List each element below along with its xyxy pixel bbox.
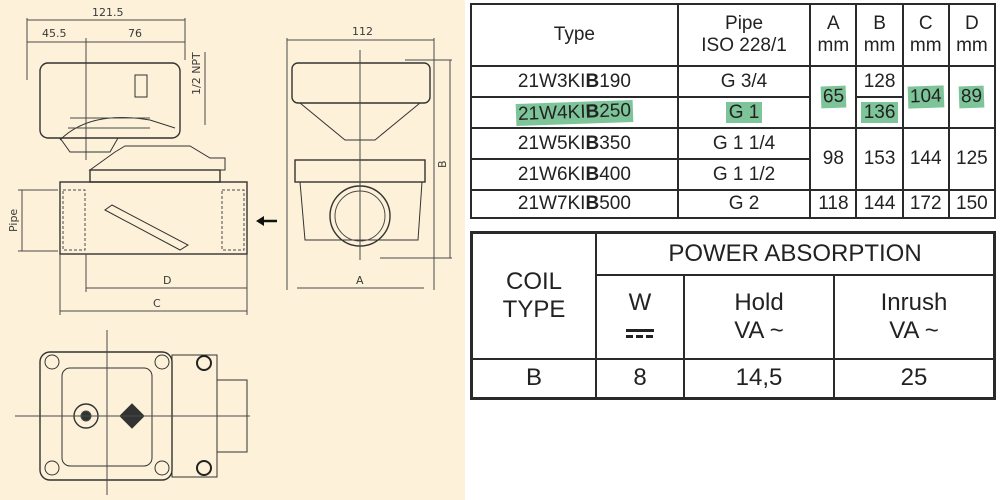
dim-front-width: 112 <box>352 25 373 38</box>
inrush-line1: Inrush <box>880 288 948 316</box>
technical-drawing-panel: 121.5 45.5 76 1/2 NPT Pipe D C <box>0 0 465 500</box>
hold-value: 14,5 <box>683 357 835 400</box>
d-cell: 150 <box>947 189 997 219</box>
c-cell: 172 <box>901 189 950 219</box>
power-absorption-title: POWER ABSORPTION <box>595 231 996 276</box>
label-b: B <box>436 160 449 168</box>
type-cell: 21W6KIB400 <box>470 158 679 191</box>
b-cell: 144 <box>855 189 904 219</box>
a-cell-merged: 65 <box>809 65 858 129</box>
label-a: A <box>356 274 364 287</box>
header-d-unit: mm <box>956 35 988 56</box>
header-c-unit: mm <box>909 35 942 56</box>
d-cell-merged: 89 <box>947 65 997 129</box>
hold-line1: Hold <box>734 288 784 316</box>
flow-arrow-icon <box>256 216 277 226</box>
direct-current-icon <box>626 328 654 338</box>
header-a-unit: mm <box>817 35 850 56</box>
hold-header: Hold VA ~ <box>683 273 835 360</box>
header-b-label: B <box>873 13 886 34</box>
header-pipe-line1: Pipe <box>725 13 764 34</box>
table-row: 21W7KIB500 G 2 118 144 172 150 <box>470 189 997 219</box>
pipe-cell: G 2 <box>676 189 812 219</box>
table-row: 21W3KIB190 G 3/4 65 128 104 89 <box>470 65 997 129</box>
dim-right-offset: 76 <box>128 27 142 40</box>
header-pipe-line2: ISO 228/1 <box>701 35 787 56</box>
coil-value: B <box>470 357 597 400</box>
a-cell-merged: 98 <box>809 127 858 191</box>
b-cell: 128 <box>855 65 904 98</box>
header-a-label: A <box>827 13 840 34</box>
table-row: 21W6KIB400 G 1 1/2 <box>470 158 995 191</box>
b-cell-merged: 153 <box>855 127 904 191</box>
power-absorption-table: COIL TYPE POWER ABSORPTION W Hold VA ~ I… <box>470 231 996 400</box>
header-type: Type <box>470 3 679 67</box>
a-cell: 118 <box>809 189 858 219</box>
header-d-label: D <box>965 13 979 34</box>
w-value: 8 <box>595 357 685 400</box>
inrush-header: Inrush VA ~ <box>833 273 996 360</box>
valve-drawing: 121.5 45.5 76 1/2 NPT Pipe D C <box>7 6 452 495</box>
dim-conduit: 1/2 NPT <box>190 52 203 95</box>
pipe-cell: G 1 <box>676 96 812 129</box>
inrush-line2: VA ~ <box>889 316 939 344</box>
hold-line2: VA ~ <box>734 316 784 344</box>
c-cell-merged: 104 <box>901 65 950 129</box>
table-row: 21W5KIB350 G 1 1/4 98 153 144 125 <box>470 127 997 191</box>
label-pipe: Pipe <box>7 209 20 232</box>
header-pipe: Pipe ISO 228/1 <box>676 3 812 67</box>
table-row: B 8 14,5 25 <box>470 357 996 400</box>
w-label: W <box>628 288 652 316</box>
coil-type-header: COIL TYPE <box>470 231 597 360</box>
d-cell-merged: 125 <box>947 127 997 191</box>
w-header: W <box>595 273 685 360</box>
type-cell: 21W4KIB250 <box>470 96 679 129</box>
header-c-label: C <box>918 13 933 34</box>
dim-left-offset: 45.5 <box>42 27 67 40</box>
b-cell: 136 <box>855 96 904 129</box>
coil-type-line2: TYPE <box>502 295 566 323</box>
table-row-highlighted: 21W4KIB250 G 1 136 <box>470 96 995 129</box>
label-d: D <box>163 274 171 287</box>
pipe-cell: G 1 1/4 <box>676 127 812 160</box>
header-b-unit: mm <box>863 35 896 56</box>
label-c: C <box>153 297 161 310</box>
coil-type-line1: COIL <box>505 267 562 295</box>
inrush-value: 25 <box>833 357 996 400</box>
pipe-cell: G 3/4 <box>676 65 812 98</box>
c-cell-merged: 144 <box>901 127 950 191</box>
dim-overall-width: 121.5 <box>92 6 124 19</box>
type-cell: 21W7KIB500 <box>470 189 679 219</box>
type-cell: 21W3KIB190 <box>470 65 679 98</box>
type-cell: 21W5KIB350 <box>470 127 679 160</box>
pipe-cell: G 1 1/2 <box>676 158 812 191</box>
